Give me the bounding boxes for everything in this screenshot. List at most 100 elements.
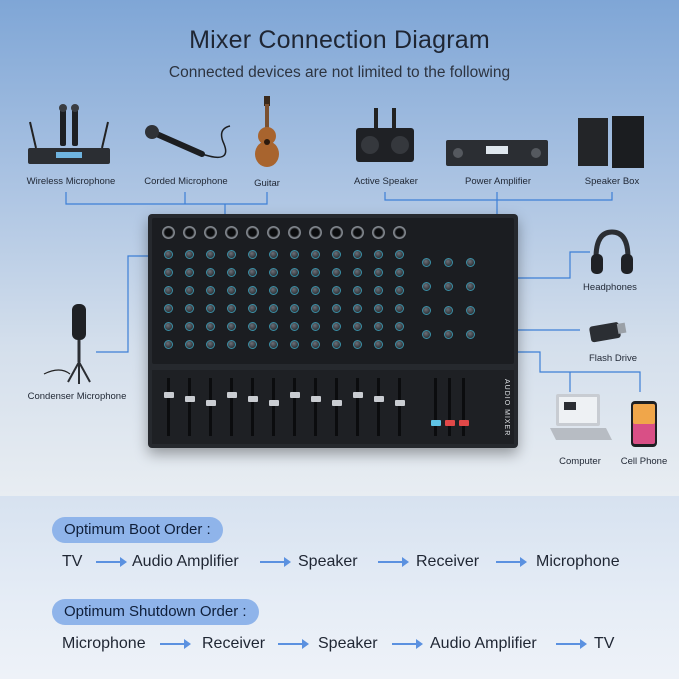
channel-knob[interactable] <box>353 340 362 349</box>
master-knob[interactable] <box>422 282 431 291</box>
channel-knob[interactable] <box>269 340 278 349</box>
master-knob[interactable] <box>422 330 431 339</box>
fader-track <box>356 378 359 436</box>
channel-knob[interactable] <box>269 286 278 295</box>
channel-knob[interactable] <box>269 250 278 259</box>
channel-knob[interactable] <box>332 286 341 295</box>
master-knob[interactable] <box>466 330 475 339</box>
channel-knob[interactable] <box>395 250 404 259</box>
channel-knob[interactable] <box>206 340 215 349</box>
channel-knob[interactable] <box>248 322 257 331</box>
fader-handle[interactable] <box>185 396 195 402</box>
master-fader-handle[interactable] <box>445 420 455 426</box>
channel-knob[interactable] <box>185 268 194 277</box>
channel-knob[interactable] <box>395 286 404 295</box>
channel-knob[interactable] <box>206 322 215 331</box>
channel-knob[interactable] <box>395 340 404 349</box>
channel-knob[interactable] <box>395 322 404 331</box>
channel-knob[interactable] <box>227 340 236 349</box>
channel-knob[interactable] <box>311 250 320 259</box>
channel-knob[interactable] <box>248 268 257 277</box>
fader-handle[interactable] <box>206 400 216 406</box>
channel-knob[interactable] <box>164 268 173 277</box>
fader-handle[interactable] <box>353 392 363 398</box>
channel-knob[interactable] <box>395 268 404 277</box>
channel-knob[interactable] <box>311 286 320 295</box>
channel-knob[interactable] <box>248 286 257 295</box>
channel-knob[interactable] <box>164 286 173 295</box>
channel-knob[interactable] <box>185 286 194 295</box>
channel-knob[interactable] <box>227 250 236 259</box>
channel-knob[interactable] <box>248 304 257 313</box>
channel-knob[interactable] <box>332 340 341 349</box>
channel-knob[interactable] <box>227 268 236 277</box>
channel-knob[interactable] <box>206 286 215 295</box>
channel-knob[interactable] <box>164 304 173 313</box>
channel-knob[interactable] <box>332 250 341 259</box>
master-knob[interactable] <box>444 282 453 291</box>
channel-knob[interactable] <box>332 304 341 313</box>
master-knob[interactable] <box>422 306 431 315</box>
channel-knob[interactable] <box>374 322 383 331</box>
channel-knob[interactable] <box>353 250 362 259</box>
channel-knob[interactable] <box>248 250 257 259</box>
channel-knob[interactable] <box>227 286 236 295</box>
fader-handle[interactable] <box>164 392 174 398</box>
channel-knob[interactable] <box>374 340 383 349</box>
fader-handle[interactable] <box>227 392 237 398</box>
master-knob[interactable] <box>444 258 453 267</box>
channel-knob[interactable] <box>290 322 299 331</box>
fader-handle[interactable] <box>248 396 258 402</box>
master-knob[interactable] <box>444 306 453 315</box>
fader-handle[interactable] <box>374 396 384 402</box>
channel-knob[interactable] <box>374 286 383 295</box>
channel-knob[interactable] <box>185 250 194 259</box>
channel-knob[interactable] <box>311 268 320 277</box>
channel-knob[interactable] <box>269 268 278 277</box>
channel-knob[interactable] <box>206 250 215 259</box>
channel-knob[interactable] <box>248 340 257 349</box>
master-fader-handle[interactable] <box>459 420 469 426</box>
channel-knob[interactable] <box>185 340 194 349</box>
channel-knob[interactable] <box>164 340 173 349</box>
master-knob[interactable] <box>422 258 431 267</box>
channel-knob[interactable] <box>290 268 299 277</box>
channel-knob[interactable] <box>227 322 236 331</box>
channel-knob[interactable] <box>311 322 320 331</box>
channel-knob[interactable] <box>311 340 320 349</box>
channel-knob[interactable] <box>374 304 383 313</box>
channel-knob[interactable] <box>332 268 341 277</box>
channel-knob[interactable] <box>164 250 173 259</box>
fader-handle[interactable] <box>290 392 300 398</box>
channel-knob[interactable] <box>353 268 362 277</box>
fader-handle[interactable] <box>269 400 279 406</box>
channel-knob[interactable] <box>290 286 299 295</box>
channel-knob[interactable] <box>269 304 278 313</box>
channel-knob[interactable] <box>206 304 215 313</box>
channel-knob[interactable] <box>374 268 383 277</box>
channel-knob[interactable] <box>374 250 383 259</box>
master-knob[interactable] <box>466 282 475 291</box>
channel-knob[interactable] <box>227 304 236 313</box>
channel-knob[interactable] <box>206 268 215 277</box>
master-knob[interactable] <box>444 330 453 339</box>
fader-handle[interactable] <box>332 400 342 406</box>
channel-knob[interactable] <box>332 322 341 331</box>
channel-knob[interactable] <box>395 304 404 313</box>
master-fader-handle[interactable] <box>431 420 441 426</box>
channel-knob[interactable] <box>353 304 362 313</box>
channel-knob[interactable] <box>269 322 278 331</box>
channel-knob[interactable] <box>290 304 299 313</box>
channel-knob[interactable] <box>164 322 173 331</box>
channel-knob[interactable] <box>185 322 194 331</box>
master-knob[interactable] <box>466 306 475 315</box>
channel-knob[interactable] <box>311 304 320 313</box>
channel-knob[interactable] <box>290 340 299 349</box>
channel-knob[interactable] <box>185 304 194 313</box>
channel-knob[interactable] <box>353 322 362 331</box>
fader-handle[interactable] <box>311 396 321 402</box>
channel-knob[interactable] <box>353 286 362 295</box>
channel-knob[interactable] <box>290 250 299 259</box>
master-knob[interactable] <box>466 258 475 267</box>
fader-handle[interactable] <box>395 400 405 406</box>
